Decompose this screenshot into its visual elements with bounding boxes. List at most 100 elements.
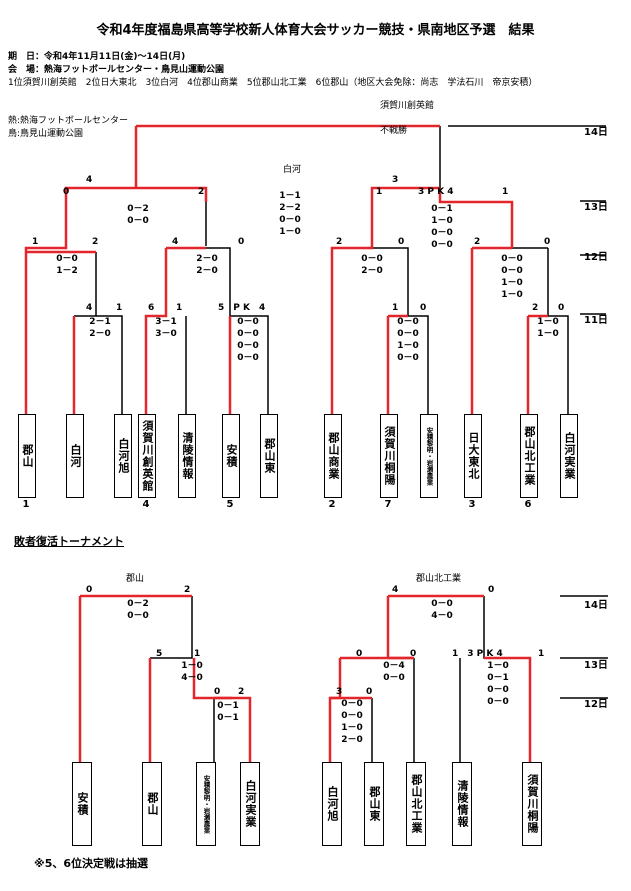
team-box: 郡山北工業 bbox=[406, 762, 426, 846]
result: 0－0 bbox=[56, 254, 78, 264]
result: 2－0 bbox=[361, 266, 383, 276]
result: 0－1 bbox=[217, 713, 239, 723]
score: 2 bbox=[532, 303, 539, 313]
score: 0 bbox=[488, 585, 495, 595]
rank-label: 2 bbox=[328, 499, 336, 510]
result: 1－0 bbox=[431, 216, 453, 226]
result: 0－0 bbox=[127, 611, 149, 621]
score: 0 bbox=[63, 187, 70, 197]
team-box: 白河旭 bbox=[322, 762, 342, 846]
champion-label: 須賀川創英館 bbox=[380, 101, 435, 111]
result: 2－0 bbox=[89, 329, 111, 339]
team-box: 白河実業 bbox=[240, 762, 260, 846]
result: 0－0 bbox=[397, 329, 419, 339]
score: 0 bbox=[86, 585, 93, 595]
result: 0－0 bbox=[397, 317, 419, 327]
footnote: ※5、6位決定戦は抽選 bbox=[34, 857, 149, 870]
result: 0－0 bbox=[279, 215, 301, 225]
result: 0－0 bbox=[487, 697, 509, 707]
team-box: 須賀川桐陽 bbox=[522, 762, 542, 846]
day-label: 13日 bbox=[584, 660, 608, 671]
score: 1 bbox=[194, 649, 201, 659]
team-box: 白河実業 bbox=[560, 414, 578, 498]
pk-score: 5 P K 4 bbox=[218, 303, 266, 313]
result: 0－0 bbox=[127, 216, 149, 226]
day-label: 11日 bbox=[584, 315, 608, 326]
day-label: 12日 bbox=[584, 252, 608, 263]
rank-label: 1 bbox=[22, 499, 30, 510]
team-box: 安積 bbox=[222, 414, 240, 498]
venue-legend-1: 熱:熱海フットボールセンター bbox=[8, 116, 129, 126]
consolation-right-winner: 郡山北工業 bbox=[416, 574, 462, 584]
score: 5 bbox=[156, 649, 163, 659]
result: 0－0 bbox=[501, 266, 523, 276]
score: 1 bbox=[538, 649, 545, 659]
team-box: 郡山商業 bbox=[324, 414, 342, 498]
score: 4 bbox=[86, 175, 93, 185]
score: 2 bbox=[336, 237, 343, 247]
score: 0 bbox=[398, 237, 405, 247]
result: 0－0 bbox=[501, 254, 523, 264]
team-box: 郡山東 bbox=[364, 762, 384, 846]
day-label: 13日 bbox=[584, 202, 608, 213]
venue-text: 会 場：熱海フットボールセンター・鳥見山運動公園 bbox=[8, 65, 225, 75]
result: 4－0 bbox=[181, 673, 203, 683]
team-box: 白河旭 bbox=[114, 414, 132, 498]
result: 0－0 bbox=[237, 329, 259, 339]
result: 1－0 bbox=[501, 290, 523, 300]
rank-label: 5 bbox=[226, 499, 234, 510]
score: 2 bbox=[184, 585, 191, 595]
team-box: 郡山 bbox=[142, 762, 162, 846]
team-box: 安積黎明・岩瀬農業 bbox=[196, 762, 216, 846]
team-box: 郡山北工業 bbox=[520, 414, 538, 498]
score: 3 bbox=[336, 687, 343, 697]
rank-label: 7 bbox=[384, 499, 392, 510]
team-box: 清陵情報 bbox=[178, 414, 196, 498]
result: 3－0 bbox=[155, 329, 177, 339]
team-box: 須賀川創英館 bbox=[138, 414, 156, 498]
result: 0－0 bbox=[361, 254, 383, 264]
result: 0－0 bbox=[237, 317, 259, 327]
result: 1－1 bbox=[279, 191, 301, 201]
result: 0－0 bbox=[397, 353, 419, 363]
final-note: 不戦勝 bbox=[380, 126, 408, 136]
consolation-heading: 敗者復活トーナメント bbox=[14, 535, 124, 548]
team-box: 白河 bbox=[66, 414, 84, 498]
pk-score: 1 3 P K 4 bbox=[452, 649, 503, 659]
result: 0－0 bbox=[431, 228, 453, 238]
result: 0－0 bbox=[487, 685, 509, 695]
team-box: 郡山東 bbox=[260, 414, 278, 498]
score: 0 bbox=[544, 237, 551, 247]
result: 2－1 bbox=[89, 317, 111, 327]
score: 0 bbox=[238, 237, 245, 247]
result: 1－0 bbox=[397, 341, 419, 351]
result: 2－0 bbox=[196, 254, 218, 264]
score: 2 bbox=[92, 237, 99, 247]
score: 0 bbox=[410, 649, 417, 659]
score: 0 bbox=[366, 687, 373, 697]
score: 1 bbox=[392, 303, 399, 313]
result: 1－0 bbox=[341, 723, 363, 733]
day-label: 14日 bbox=[584, 600, 608, 611]
result: 0－0 bbox=[237, 353, 259, 363]
score: 1 bbox=[376, 187, 383, 197]
score: 1 bbox=[502, 187, 509, 197]
pk-score: 3 P K 4 bbox=[418, 187, 454, 197]
result: 1－0 bbox=[279, 227, 301, 237]
score: 2 bbox=[474, 237, 481, 247]
score: 6 bbox=[148, 303, 155, 313]
rank-label: 4 bbox=[142, 499, 150, 510]
page-title: 令和4年度福島県高等学校新人体育大会サッカー競技・県南地区予選 結果 bbox=[96, 23, 535, 38]
score: 2 bbox=[238, 687, 245, 697]
result: 2－2 bbox=[279, 203, 301, 213]
rank-label: 3 bbox=[468, 499, 476, 510]
result: 0－1 bbox=[487, 673, 509, 683]
result: 1－0 bbox=[537, 329, 559, 339]
result: 1－0 bbox=[181, 661, 203, 671]
score: 1 bbox=[32, 237, 39, 247]
score: 0 bbox=[356, 649, 363, 659]
score: 0 bbox=[420, 303, 427, 313]
result: 0－2 bbox=[127, 599, 149, 609]
score: 4 bbox=[172, 237, 179, 247]
